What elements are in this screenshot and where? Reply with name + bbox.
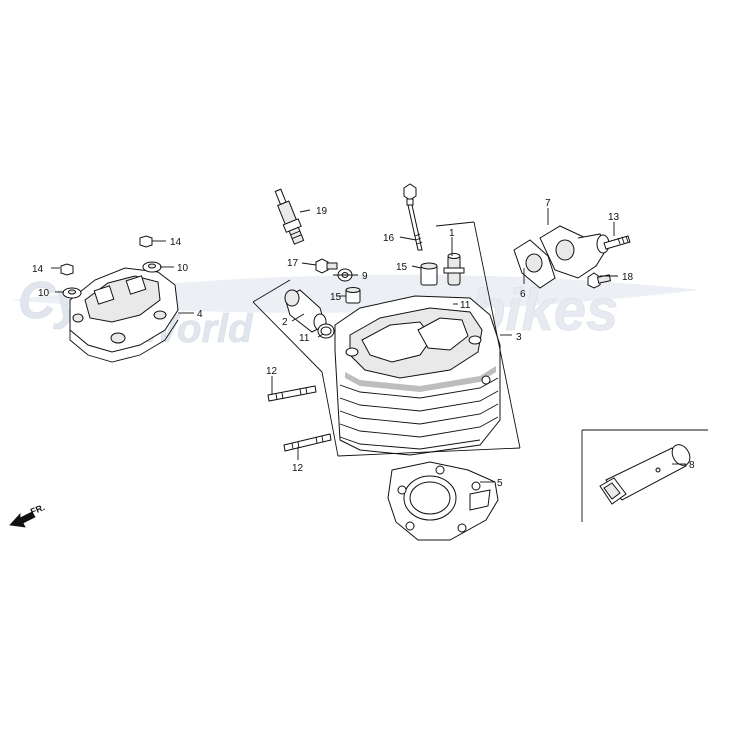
gasket-6 <box>513 239 556 289</box>
boundary-lines <box>252 221 521 457</box>
stud-12-lower <box>283 433 332 452</box>
callout-9: 9 <box>362 271 368 282</box>
callout-18: 18 <box>622 272 634 283</box>
callout-13: 13 <box>608 212 620 223</box>
tool-frame <box>581 429 708 522</box>
head-gasket-5 <box>387 461 499 541</box>
nut-14-top <box>139 235 153 248</box>
stud-bolt-16 <box>403 183 423 251</box>
cylinder-head-3 <box>334 295 501 456</box>
nut-14-left <box>60 263 74 276</box>
callout-17: 17 <box>287 258 299 269</box>
socket-wrench-8 <box>599 444 691 505</box>
front-direction-indicator: FR. <box>9 502 46 528</box>
callout-1: 1 <box>449 228 455 239</box>
callout-7: 7 <box>545 198 551 209</box>
callout-11-left: 11 <box>299 333 310 344</box>
washer-10-left <box>62 287 82 299</box>
callout-5: 5 <box>497 478 503 489</box>
front-direction-label: FR. <box>29 502 46 517</box>
front-arrow-icon <box>9 511 36 528</box>
callout-11-right: 11 <box>460 300 471 311</box>
callout-12-upper: 12 <box>266 366 278 377</box>
callout-10-left: 10 <box>38 288 50 299</box>
callout-3: 3 <box>516 332 522 343</box>
callout-2: 2 <box>282 317 288 328</box>
callout-14-left: 14 <box>32 264 44 275</box>
callout-6: 6 <box>520 289 526 300</box>
dowel-15-left <box>345 287 361 304</box>
callout-15-right: 15 <box>396 262 408 273</box>
washer-10-top <box>142 261 162 273</box>
callout-10-top: 10 <box>177 263 189 274</box>
callout-15-left: 15 <box>330 292 342 303</box>
spark-plug <box>274 188 305 245</box>
valve-guide-1 <box>443 253 465 286</box>
dowel-15-right <box>420 262 438 286</box>
leader-lines <box>51 208 686 483</box>
callout-12-lower: 12 <box>292 463 304 474</box>
callout-14-top: 14 <box>170 237 182 248</box>
stud-13 <box>603 235 631 250</box>
bolt-17 <box>315 258 338 274</box>
callout-8: 8 <box>689 460 695 471</box>
callout-19: 19 <box>316 206 328 217</box>
callout-labels: 1 2 3 4 5 6 7 8 9 10 10 11 11 12 12 13 1… <box>32 198 695 489</box>
callout-4: 4 <box>197 309 203 320</box>
bolt-18 <box>587 272 612 289</box>
callout-16: 16 <box>383 233 395 244</box>
stud-12-upper <box>267 385 317 402</box>
rocker-arm-holder <box>69 267 179 363</box>
